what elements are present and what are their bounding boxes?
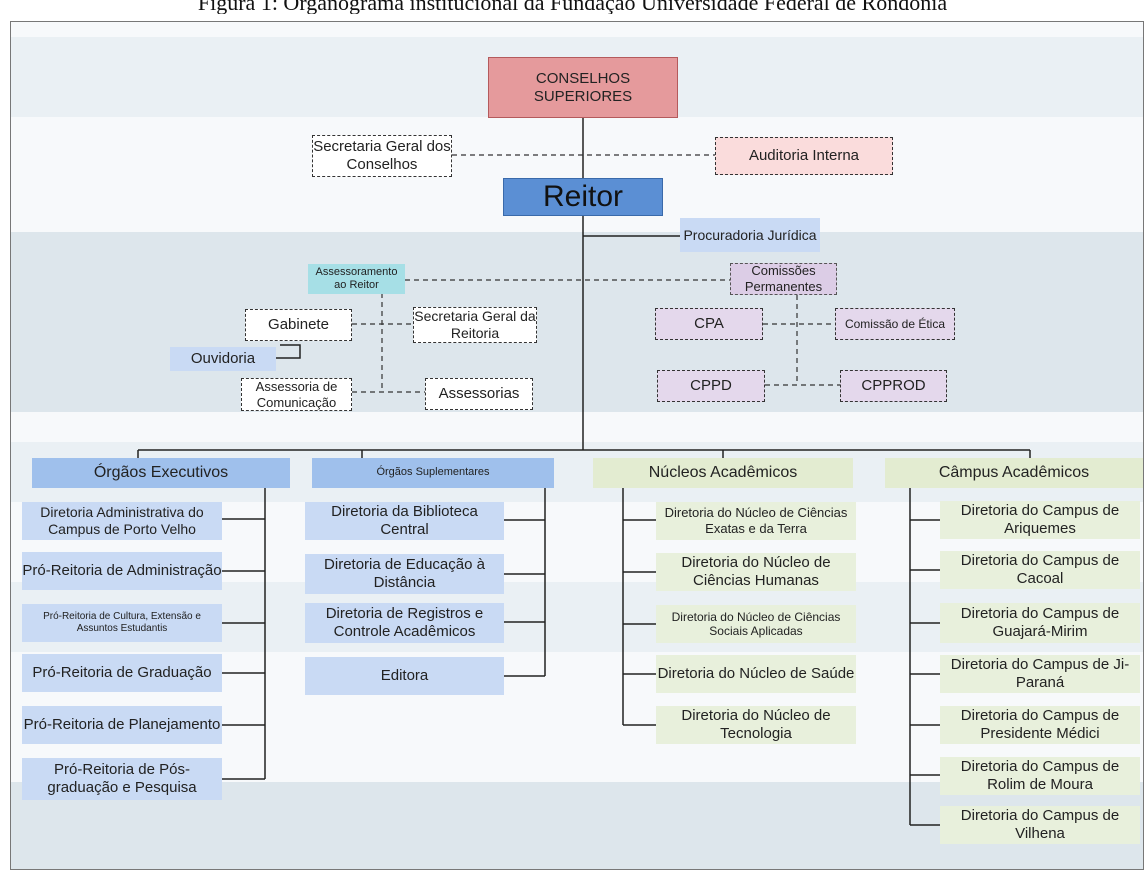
ouvidoria-box: Ouvidoria bbox=[170, 347, 276, 371]
nucleos-item: Diretoria do Núcleo de Ciências Exatas e… bbox=[656, 502, 856, 540]
campus-academicos-header: Câmpus Acadêmicos bbox=[885, 458, 1143, 488]
campus-item: Diretoria do Campus de Rolim de Moura bbox=[940, 757, 1140, 795]
executivos-item: Pró-Reitoria de Pós-graduação e Pesquisa bbox=[22, 758, 222, 800]
auditoria-interna-box: Auditoria Interna bbox=[715, 137, 893, 175]
nucleos-item: Diretoria do Núcleo de Ciências Sociais … bbox=[656, 605, 856, 643]
orgaos-suplementares-header: Órgãos Suplementares bbox=[312, 458, 554, 488]
executivos-item: Pró-Reitoria de Cultura, Extensão e Assu… bbox=[22, 604, 222, 642]
suplementares-item: Diretoria de Educação à Distância bbox=[305, 554, 504, 594]
gabinete-box: Gabinete bbox=[245, 309, 352, 341]
secretaria-geral-conselhos-box: Secretaria Geral dos Conselhos bbox=[312, 135, 452, 177]
procuradoria-juridica-box: Procuradoria Jurídica bbox=[680, 218, 820, 252]
campus-item: Diretoria do Campus de Guajará-Mirim bbox=[940, 603, 1140, 643]
campus-item: Diretoria do Campus de Presidente Médici bbox=[940, 706, 1140, 744]
assessoramento-reitor-box: Assessoramento ao Reitor bbox=[308, 264, 405, 294]
assessorias-box: Assessorias bbox=[425, 378, 533, 410]
cpa-box: CPA bbox=[655, 308, 763, 340]
campus-item: Diretoria do Campus de Vilhena bbox=[940, 806, 1140, 844]
executivos-item: Diretoria Administrativa do Campus de Po… bbox=[22, 502, 222, 540]
cppd-box: CPPD bbox=[657, 370, 765, 402]
secretaria-geral-reitoria-box: Secretaria Geral da Reitoria bbox=[413, 307, 537, 343]
comissoes-permanentes-box: Comissões Permanentes bbox=[730, 263, 837, 295]
assessoria-comunicacao-box: Assessoria de Comunicação bbox=[241, 378, 352, 411]
reitor-box: Reitor bbox=[503, 178, 663, 216]
executivos-item: Pró-Reitoria de Graduação bbox=[22, 654, 222, 692]
executivos-item: Pró-Reitoria de Administração bbox=[22, 552, 222, 590]
nucleos-item: Diretoria do Núcleo de Ciências Humanas bbox=[656, 553, 856, 591]
comissao-etica-box: Comissão de Ética bbox=[835, 308, 955, 340]
orgaos-executivos-header: Órgãos Executivos bbox=[32, 458, 290, 488]
figure-caption: Figura 1: Organograma institucional da F… bbox=[197, 0, 948, 14]
campus-item: Diretoria do Campus de Ji-Paraná bbox=[940, 655, 1140, 693]
campus-item: Diretoria do Campus de Cacoal bbox=[940, 551, 1140, 589]
suplementares-item: Diretoria da Biblioteca Central bbox=[305, 502, 504, 540]
campus-item: Diretoria do Campus de Ariquemes bbox=[940, 501, 1140, 539]
nucleos-academicos-header: Núcleos Acadêmicos bbox=[593, 458, 853, 488]
suplementares-item: Diretoria de Registros e Controle Acadêm… bbox=[305, 603, 504, 643]
executivos-item: Pró-Reitoria de Planejamento bbox=[22, 706, 222, 744]
suplementares-item: Editora bbox=[305, 657, 504, 695]
cpprod-box: CPPROD bbox=[840, 370, 947, 402]
nucleos-item: Diretoria do Núcleo de Saúde bbox=[656, 655, 856, 693]
nucleos-item: Diretoria do Núcleo de Tecnologia bbox=[656, 706, 856, 744]
conselhos-superiores-box: CONSELHOS SUPERIORES bbox=[488, 57, 678, 118]
